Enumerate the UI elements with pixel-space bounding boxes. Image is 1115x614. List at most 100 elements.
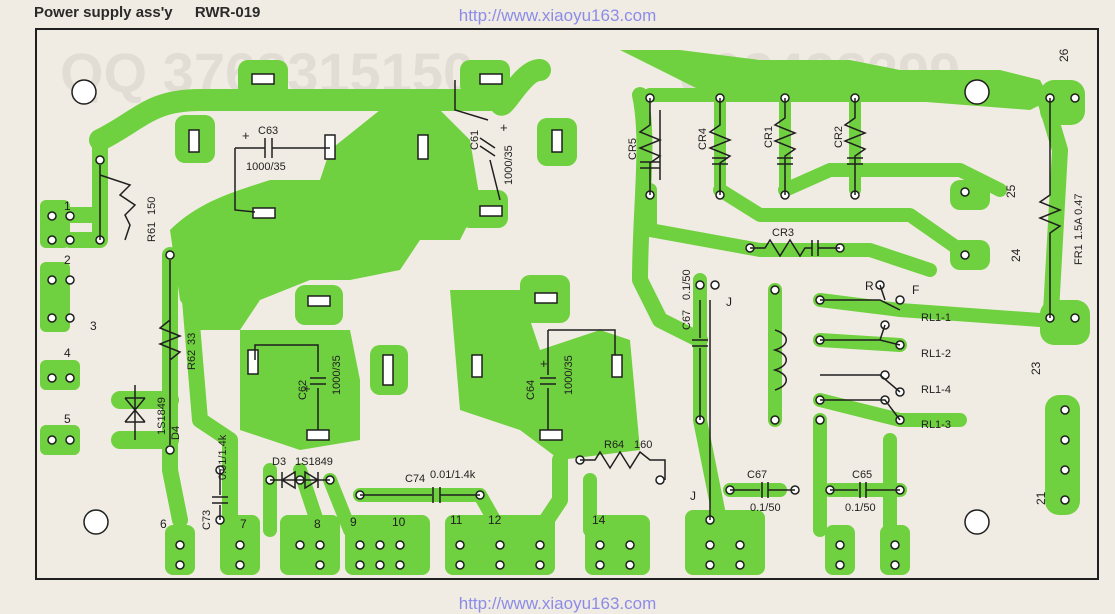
- terminal-24-pad: [950, 240, 990, 270]
- r62-symbol: [157, 260, 183, 445]
- c62-value-label: 1000/35: [331, 355, 343, 395]
- r62-value-label: 33: [186, 333, 198, 345]
- c67-top-ref-label: C67: [681, 310, 693, 330]
- terminal-block-6: [165, 525, 195, 575]
- c61-symbol: [454, 80, 501, 201]
- rl1-4-symbol: [820, 374, 901, 393]
- terminal-23-pad: [1040, 300, 1090, 345]
- c64-ref-label: C64: [525, 380, 537, 400]
- marker-j-top: J: [726, 295, 732, 309]
- terminal-9-label: 9: [350, 515, 357, 529]
- terminal-block: [825, 525, 855, 575]
- c74-symbol: [360, 487, 480, 503]
- mounting-hole: [964, 79, 990, 105]
- c74-ref-label: C74: [405, 473, 425, 485]
- terminal-14-label: 14: [592, 513, 606, 527]
- mounting-hole: [71, 79, 97, 105]
- trace: [182, 292, 238, 528]
- slot: [382, 354, 394, 386]
- marker-r: R: [865, 279, 874, 293]
- terminal-26-label: 26: [1057, 48, 1071, 62]
- c64-plus-label: +: [540, 356, 548, 371]
- cr3-label: CR3: [772, 227, 794, 239]
- terminal-10-label: 10: [392, 515, 406, 529]
- rl1-1-symbol: [820, 284, 901, 311]
- c67-bottom-ref-label: C67: [747, 469, 767, 481]
- terminal-11-label: 11: [450, 513, 463, 527]
- terminal-block-14: [585, 515, 650, 575]
- cr2-label: CR2: [833, 126, 845, 148]
- c65-symbol: [830, 482, 900, 498]
- d4-ref-label: D4: [170, 426, 182, 440]
- slot: [247, 349, 259, 375]
- d3-symbol: [270, 470, 330, 490]
- terminal-24-label: 24: [1009, 248, 1023, 262]
- terminal-25-pad: [950, 180, 990, 210]
- c67-bottom-value-label: 0.1/50: [750, 502, 781, 514]
- slot: [471, 354, 483, 378]
- terminal-1-label: 1: [64, 199, 71, 213]
- terminal-21-label: 21: [1034, 491, 1048, 505]
- slot: [252, 207, 276, 219]
- cr1-symbol: [772, 98, 798, 195]
- c63-plus-label: +: [242, 128, 250, 143]
- trace: [643, 183, 937, 277]
- terminal-6-label: 6: [160, 517, 167, 531]
- c67-top-value-label: 0.1/50: [681, 269, 693, 300]
- c62-symbol: [254, 344, 326, 430]
- terminal-25-label: 25: [1004, 184, 1018, 198]
- c67-top-symbol: [692, 300, 708, 420]
- trace: [713, 183, 967, 257]
- title-text: Power supply ass'y: [34, 4, 173, 21]
- marker-j-bottom: J: [690, 489, 696, 503]
- d3-ref-label: D3: [272, 456, 286, 468]
- watermark-url-top: http://www.xiaoyu163.com: [458, 6, 657, 25]
- c61-ref-label: C61: [469, 130, 481, 150]
- cr4-label: CR4: [697, 128, 709, 150]
- pour-main-left: [170, 110, 480, 330]
- watermark-url-bottom: http://www.xiaoyu163.com: [458, 594, 657, 613]
- slot: [188, 129, 200, 153]
- trace: [162, 247, 188, 528]
- component-symbols: [99, 80, 1063, 520]
- c73-symbol: [212, 470, 228, 520]
- pour-right-block: [620, 50, 1050, 110]
- round-pads: [47, 93, 1080, 570]
- pour-center: [450, 290, 640, 460]
- mounting-holes: [71, 79, 990, 535]
- rl1-4-label: RL1-4: [921, 384, 951, 396]
- r61-value-label: 150: [146, 197, 158, 215]
- terminal-3-label: 3: [90, 319, 97, 333]
- cr1-label: CR1: [763, 126, 775, 148]
- d4-symbol: [124, 385, 146, 440]
- pour-terminal-5: [40, 425, 80, 455]
- c61-value-label: 1000/35: [503, 145, 515, 185]
- r61-symbol: [99, 165, 137, 241]
- trace: [813, 333, 907, 352]
- mounting-hole: [83, 509, 109, 535]
- terminal-2-label: 2: [64, 253, 71, 267]
- labels: C63 1000/35 + C61 1000/35 + C62 1000/35 …: [146, 120, 1085, 530]
- c63-value-label: 1000/35: [246, 161, 286, 173]
- c65-value-label: 0.1/50: [845, 502, 876, 514]
- mounting-hole: [964, 509, 990, 535]
- slot-holes: [188, 73, 623, 441]
- c65-ref-label: C65: [852, 469, 872, 481]
- pour-terminal-1: [40, 200, 70, 248]
- slot: [251, 73, 275, 85]
- c62-ref-label: C62: [297, 380, 309, 400]
- c73-value-label: 0.01/1.4k: [217, 434, 229, 480]
- model-number: RWR-019: [194, 4, 261, 21]
- terminal-5-label: 5: [64, 412, 71, 426]
- slot: [611, 354, 623, 378]
- rl1-2-symbol: [820, 324, 901, 346]
- cr4-symbol: [707, 98, 733, 195]
- c64-symbol: [540, 329, 616, 430]
- slot: [324, 134, 336, 160]
- slot: [479, 205, 503, 217]
- marker-f: F: [912, 283, 919, 297]
- d3-value-label: 1S1849: [295, 456, 333, 468]
- rl1-3-symbol: [820, 399, 901, 421]
- c67-bottom-symbol: [730, 482, 795, 498]
